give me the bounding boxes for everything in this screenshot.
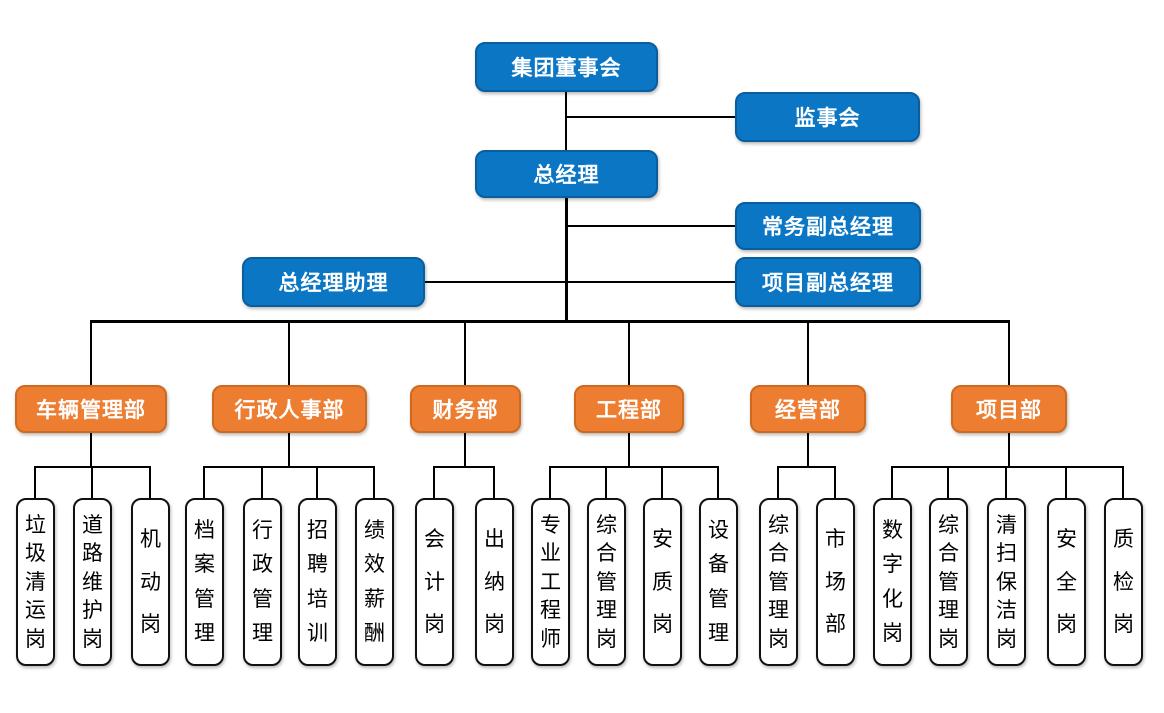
node-executive-deputy-gm: 常务副总经理 [735, 202, 921, 250]
connector-line [90, 320, 1009, 323]
connector-line [288, 433, 290, 468]
connector-line [777, 466, 836, 468]
connector-line [203, 466, 375, 468]
connector-line [316, 466, 318, 498]
node-gm-assistant: 总经理助理 [242, 257, 425, 307]
position-general-management-proj: 综合管理岗 [929, 498, 968, 666]
connector-line [90, 320, 92, 385]
position-cleaning: 清扫保洁岗 [987, 498, 1026, 666]
connector-line [807, 320, 809, 385]
position-quality-inspection: 质检岗 [1104, 498, 1143, 666]
connector-line [605, 466, 607, 498]
connector-line [807, 433, 809, 468]
position-safety-quality: 安质岗 [643, 498, 682, 666]
dept-engineering: 工程部 [574, 385, 684, 433]
dept-admin-hr: 行政人事部 [212, 385, 367, 433]
dept-finance: 财务部 [410, 385, 521, 433]
dept-operations: 经营部 [750, 385, 866, 433]
position-general-management-eng: 综合管理岗 [587, 498, 626, 666]
position-professional-engineer: 专业工程师 [531, 498, 570, 666]
connector-line [91, 466, 93, 498]
position-garbage-clearing: 垃圾清运岗 [16, 498, 55, 666]
position-market: 市场部 [816, 498, 855, 666]
position-recruitment-training: 招聘培训 [298, 498, 337, 666]
position-cashier: 出纳岗 [475, 498, 514, 666]
node-supervisory-board: 监事会 [735, 92, 920, 142]
connector-line [1005, 466, 1007, 498]
position-archives-management: 档案管理 [185, 498, 224, 666]
node-general-manager: 总经理 [475, 150, 658, 198]
position-performance-compensation: 绩效薪酬 [355, 498, 394, 666]
connector-line [90, 433, 92, 468]
connector-line [628, 320, 630, 385]
position-admin-management: 行政管理 [243, 498, 282, 666]
connector-line [947, 466, 949, 498]
connector-line [203, 466, 205, 498]
connector-line [1065, 466, 1067, 498]
connector-line [549, 466, 551, 498]
connector-line [433, 466, 435, 498]
connector-line [149, 466, 151, 498]
node-group-board: 集团董事会 [475, 42, 658, 92]
position-safety: 安全岗 [1047, 498, 1086, 666]
connector-line [464, 433, 466, 468]
position-equipment-management: 设备管理 [699, 498, 738, 666]
connector-line [628, 433, 630, 468]
connector-line [1122, 466, 1124, 498]
connector-line [717, 466, 719, 498]
connector-line [1008, 433, 1010, 468]
connector-line [565, 198, 568, 322]
connector-line [891, 466, 893, 498]
position-mobile: 机动岗 [131, 498, 170, 666]
connector-line [261, 466, 263, 498]
position-digitalization: 数字化岗 [873, 498, 912, 666]
connector-line [425, 281, 735, 283]
position-accounting: 会计岗 [415, 498, 454, 666]
connector-line [464, 320, 466, 385]
connector-line [34, 466, 36, 498]
connector-line [565, 225, 735, 227]
connector-line [549, 466, 719, 468]
connector-line [891, 466, 1124, 468]
position-general-management-ops: 综合管理岗 [759, 498, 798, 666]
connector-line [565, 116, 735, 118]
node-project-deputy-gm: 项目副总经理 [735, 257, 921, 307]
connector-line [1008, 320, 1010, 385]
connector-line [777, 466, 779, 498]
position-road-maintenance: 道路维护岗 [73, 498, 112, 666]
connector-line [433, 466, 495, 468]
connector-line [565, 92, 567, 150]
connector-line [373, 466, 375, 498]
dept-vehicle-management: 车辆管理部 [15, 385, 167, 433]
connector-line [288, 320, 290, 385]
dept-project: 项目部 [951, 385, 1067, 433]
connector-line [493, 466, 495, 498]
connector-line [834, 466, 836, 498]
connector-line [661, 466, 663, 498]
